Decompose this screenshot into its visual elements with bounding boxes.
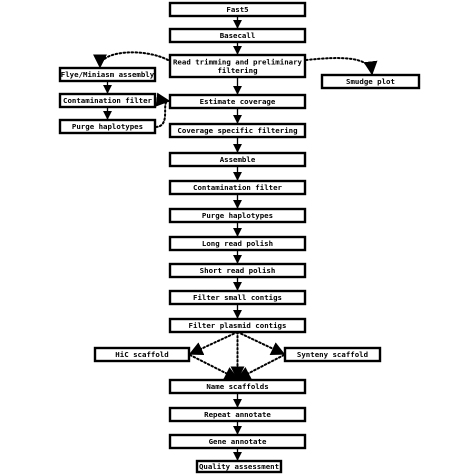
- node-label: filtering: [217, 66, 257, 75]
- node-label: Filter plasmid contigs: [189, 321, 287, 330]
- node-label: Estimate coverage: [200, 97, 276, 106]
- node-estimate-coverage: Estimate coverage: [168, 93, 307, 110]
- node-label: Name scaffolds: [206, 382, 268, 391]
- node-name-scaffolds: Name scaffolds: [168, 378, 307, 395]
- node-filter-small-contigs: Filter small contigs: [168, 289, 307, 306]
- node-smudge-plot: Smudge plot: [320, 73, 421, 90]
- node-coverage-specific-filtering: Coverage specific filtering: [168, 122, 307, 139]
- node-label: Filter small contigs: [193, 293, 282, 302]
- node-box: [168, 235, 307, 252]
- node-box: [58, 66, 157, 83]
- node-label: Purge haplotypes: [202, 211, 273, 220]
- node-box: [168, 317, 307, 334]
- edge-filter-plasmid-contigs-to-synteny-scaffold: [236, 331, 286, 355]
- node-gene-annotate: Gene annotate: [168, 433, 307, 450]
- node-label: Synteny scaffold: [297, 350, 368, 359]
- node-box: [283, 346, 382, 363]
- node-filter-plasmid-contigs: Filter plasmid contigs: [168, 317, 307, 334]
- node-box: [168, 179, 307, 196]
- node-label: Repeat annotate: [204, 410, 271, 419]
- node-label: Basecall: [220, 31, 256, 40]
- node-label: Quality assessment: [199, 462, 279, 471]
- node-box: [58, 118, 157, 135]
- edge-synteny-scaffold-to-name-scaffolds: [236, 354, 285, 380]
- node-contamination-filter-side: Contamination filter: [58, 92, 157, 109]
- node-fast5: Fast5: [168, 1, 307, 18]
- node-box: [168, 406, 307, 423]
- node-label: Gene annotate: [209, 437, 267, 446]
- node-flye-miniasm: Flye/Miniasm assembly: [58, 66, 157, 83]
- edge-read-trimming-to-smudge-plot: [305, 57, 378, 76]
- edge-purge-haplotypes-side-to-estimate-coverage: [155, 92, 171, 128]
- node-box: [168, 53, 307, 79]
- node-quality-assessment: Quality assessment: [195, 459, 283, 474]
- node-box: [168, 93, 307, 110]
- node-label: Contamination filter: [63, 96, 153, 105]
- node-box: [168, 122, 307, 139]
- node-hic-scaffold: HiC scaffold: [93, 346, 191, 363]
- node-synteny-scaffold: Synteny scaffold: [283, 346, 382, 363]
- node-label: Read trimming and preliminary: [173, 57, 303, 66]
- node-box: [168, 262, 307, 279]
- node-box: [168, 433, 307, 450]
- edge-layer: [93, 16, 378, 461]
- node-label: HiC scaffold: [115, 350, 168, 359]
- node-label: Long read polish: [202, 239, 273, 248]
- edge-hic-scaffold-to-name-scaffolds: [189, 354, 239, 380]
- node-box: [168, 1, 307, 18]
- node-box: [168, 27, 307, 44]
- node-box: [195, 459, 283, 474]
- node-box: [168, 289, 307, 306]
- node-repeat-annotate: Repeat annotate: [168, 406, 307, 423]
- node-box: [168, 207, 307, 224]
- node-short-read-polish: Short read polish: [168, 262, 307, 279]
- node-box: [168, 378, 307, 395]
- node-box: [58, 92, 157, 109]
- node-label: Coverage specific filtering: [177, 126, 297, 135]
- node-box: [93, 346, 191, 363]
- node-assemble: Assemble: [168, 151, 307, 168]
- node-label: Flye/Miniasm assembly: [61, 70, 155, 79]
- node-label: Fast5: [226, 5, 248, 14]
- edge-read-trimming-to-flye-miniasm: [93, 51, 169, 69]
- edge-filter-plasmid-contigs-to-hic-scaffold: [188, 331, 239, 356]
- node-box: [320, 73, 421, 90]
- node-label: Contamination filter: [193, 183, 283, 192]
- node-long-read-polish: Long read polish: [168, 235, 307, 252]
- node-label: Purge haplotypes: [72, 122, 143, 131]
- node-box: [168, 151, 307, 168]
- node-contamination-filter: Contamination filter: [168, 179, 307, 196]
- node-label: Smudge plot: [346, 77, 395, 86]
- node-basecall: Basecall: [168, 27, 307, 44]
- node-label: Short read polish: [200, 266, 276, 275]
- node-purge-haplotypes: Purge haplotypes: [168, 207, 307, 224]
- node-label: Assemble: [220, 155, 256, 164]
- node-purge-haplotypes-side: Purge haplotypes: [58, 118, 157, 135]
